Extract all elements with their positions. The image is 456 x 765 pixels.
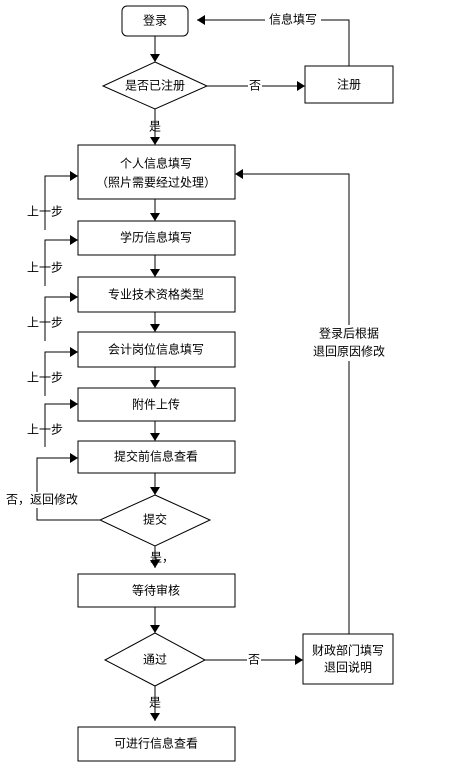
node-personal-info: 个人信息填写 （照片需要经过处理）: [77, 144, 236, 200]
decision-passed-label: 通过: [143, 653, 167, 667]
edge-label-relogin-2: 退回原因修改: [313, 344, 385, 359]
edge-label-yes-pass: 是: [149, 696, 161, 710]
node-accounting-post: 会计岗位信息填写: [77, 331, 236, 368]
node-education-info-label: 学历信息填写: [120, 230, 192, 245]
node-await-review: 等待审核: [77, 573, 236, 608]
node-finance-feedback-label-1: 财政部门填写: [312, 643, 384, 658]
edge-label-prev-step-5: 上一步: [27, 423, 63, 437]
node-pre-submit-review-label: 提交前信息查看: [114, 449, 198, 464]
node-finance-feedback: 财政部门填写 退回说明: [302, 633, 394, 685]
edge-label-no-return: 否，返回修改: [6, 492, 78, 507]
edge-label-prev-step-4: 上一步: [27, 371, 63, 385]
node-await-review-label: 等待审核: [132, 583, 180, 598]
node-personal-info-label-2: （照片需要经过处理）: [96, 176, 216, 190]
edge-label-relogin-1: 登录后根据: [319, 326, 379, 341]
node-attachment-upload: 附件上传: [77, 387, 236, 422]
edge-label-fill-info: 信息填写: [269, 12, 317, 27]
node-professional-qualification: 专业技术资格类型: [77, 276, 236, 313]
node-register: 注册: [304, 65, 394, 104]
decision-passed: 通过: [103, 632, 207, 687]
decision-is-registered-label: 是否已注册: [125, 78, 185, 93]
edge-label-prev-step-2: 上一步: [27, 261, 63, 275]
edge-label-yes-submit: 是，: [150, 551, 174, 565]
edge-labels: 信息填写 否 是 上一步 上一步 上一步 上一步 上一步 否，返回修改 是， 否…: [6, 12, 390, 710]
node-login-label: 登录: [143, 13, 167, 28]
node-accounting-post-label: 会计岗位信息填写: [108, 342, 204, 357]
edge-label-no-pass: 否: [248, 653, 260, 667]
edge-label-prev-step-3: 上一步: [27, 316, 63, 330]
node-attachment-upload-label: 附件上传: [132, 397, 180, 412]
node-pre-submit-review: 提交前信息查看: [77, 440, 236, 474]
decision-is-registered: 是否已注册: [101, 61, 209, 110]
node-view-info-label: 可进行信息查看: [114, 736, 198, 751]
edge-label-no-register: 否: [249, 79, 261, 93]
node-education-info: 学历信息填写: [77, 220, 236, 256]
connectors: [36, 19, 350, 721]
arrowheads: [70, 15, 305, 721]
node-login: 登录: [121, 5, 189, 37]
node-register-label: 注册: [337, 77, 361, 92]
decision-submit: 提交: [98, 494, 212, 547]
node-professional-qualification-label: 专业技术资格类型: [108, 287, 204, 302]
node-view-info: 可进行信息查看: [77, 726, 236, 762]
edge-label-yes-registered: 是: [149, 120, 161, 134]
decision-submit-label: 提交: [143, 512, 167, 527]
node-personal-info-label-1: 个人信息填写: [120, 156, 192, 171]
edge-label-prev-step-1: 上一步: [27, 205, 63, 219]
node-finance-feedback-label-2: 退回说明: [324, 660, 372, 675]
